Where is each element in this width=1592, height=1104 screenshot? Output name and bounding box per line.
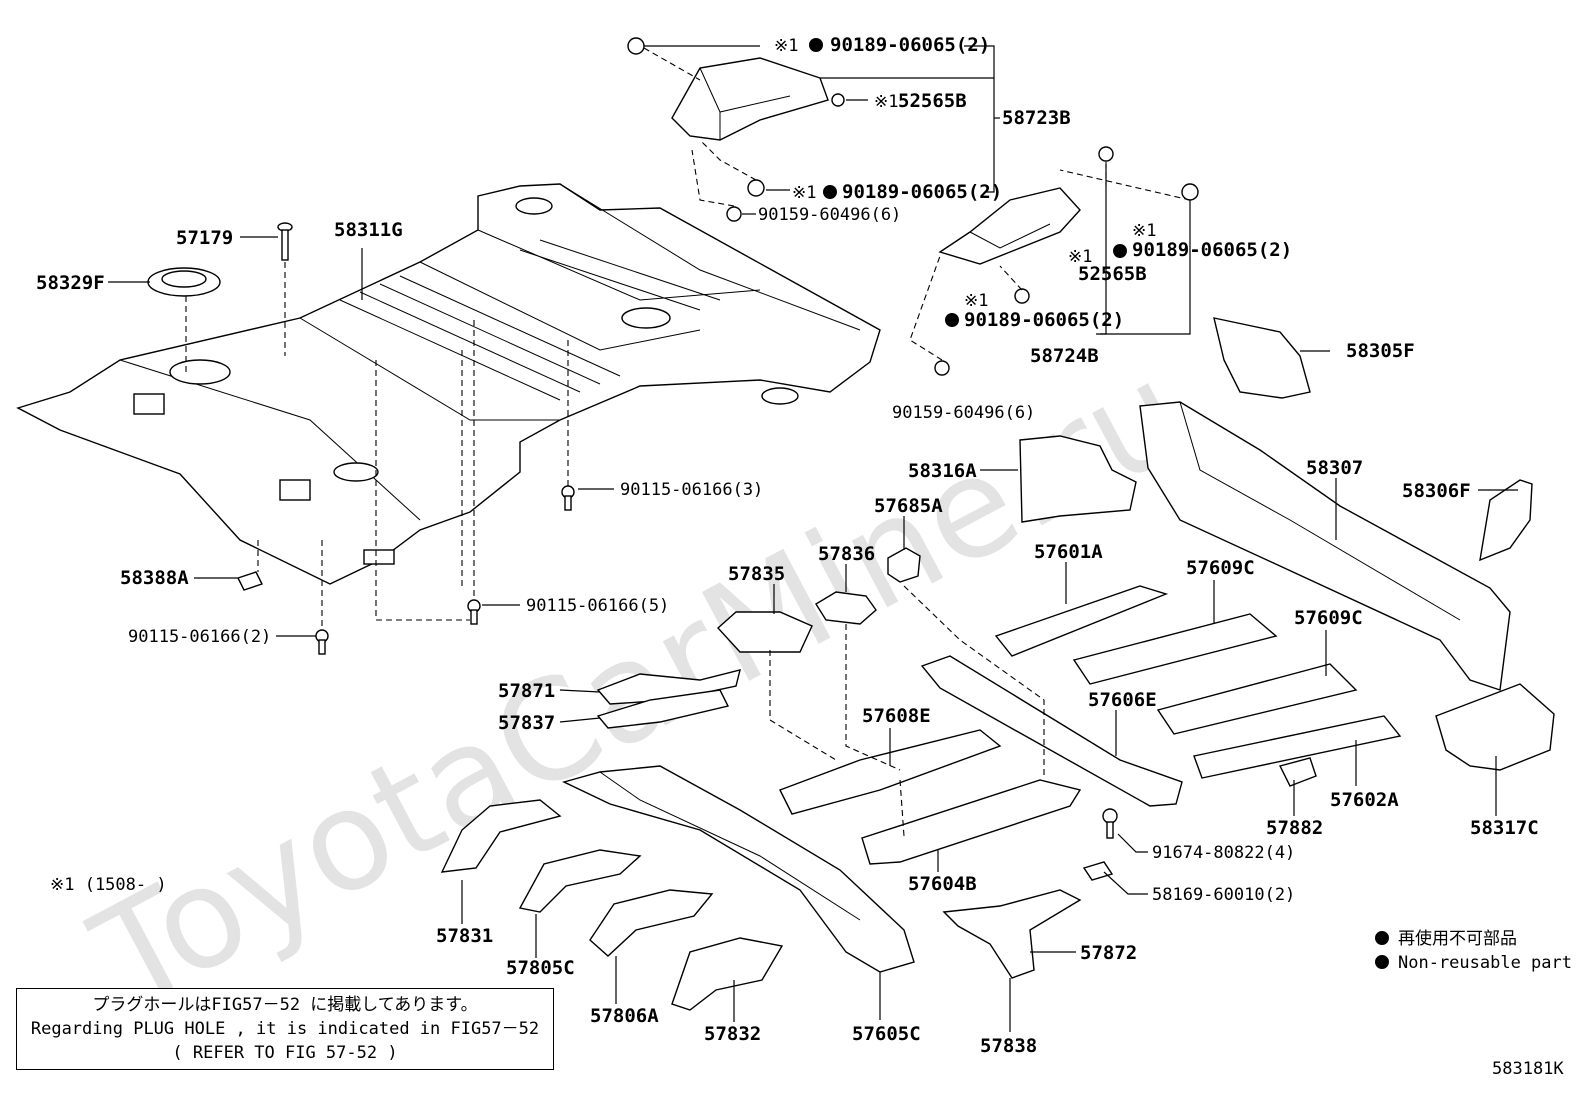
- part-57806A: [589, 889, 714, 957]
- label-57837: 57837: [498, 712, 555, 734]
- label-57609C-b: 57609C: [1294, 607, 1363, 629]
- part-57832: [671, 937, 784, 1011]
- label-52565B-b: 52565B: [1078, 263, 1147, 285]
- label-57882: 57882: [1266, 817, 1323, 839]
- label-58307: 58307: [1306, 457, 1363, 479]
- mark-label: ※1: [874, 92, 898, 112]
- label-57872: 57872: [1080, 942, 1137, 964]
- mark-label: ※1: [792, 183, 816, 203]
- rail-58307: [1139, 401, 1511, 691]
- label-90115-2: 90115-06166(2): [128, 627, 271, 647]
- part-58306F: [1479, 479, 1533, 562]
- part-57805C: [518, 849, 642, 913]
- part-57882: [1278, 757, 1317, 787]
- figure-code: 583181K: [1492, 1059, 1564, 1079]
- label-90189-top: 90189-06065(2): [830, 34, 990, 56]
- label-58169: 58169-60010(2): [1152, 885, 1295, 905]
- member-57604B: [861, 779, 1082, 865]
- label-90115-5: 90115-06166(5): [526, 596, 669, 616]
- member-57609C-b: [1156, 663, 1358, 735]
- rail-57605C: [562, 765, 915, 973]
- part-57836: [815, 591, 877, 625]
- label-58317C: 58317C: [1470, 817, 1539, 839]
- label-90189-r1: 90189-06065(2): [1132, 239, 1292, 261]
- label-57805C: 57805C: [506, 957, 575, 979]
- bolt-57179: [277, 222, 293, 261]
- label-58306F: 58306F: [1402, 480, 1471, 502]
- label-90115-3: 90115-06166(3): [620, 480, 763, 500]
- non-reusable-dot: [1113, 244, 1127, 258]
- label-58316A: 58316A: [908, 460, 977, 482]
- label-57604B: 57604B: [908, 873, 977, 895]
- bracket-58723B: [627, 37, 845, 222]
- label-58724B: 58724B: [1030, 345, 1099, 367]
- label-57806A: 57806A: [590, 1005, 659, 1027]
- label-52565B-a: 52565B: [898, 90, 967, 112]
- label-90159-b: 90159-60496(6): [892, 403, 1035, 423]
- non-reusable-dot: [945, 313, 959, 327]
- label-58305F: 58305F: [1346, 340, 1415, 362]
- label-58388A: 58388A: [120, 567, 189, 589]
- label-58329F: 58329F: [36, 272, 105, 294]
- label-58723B: 58723B: [1002, 107, 1071, 129]
- member-57602A: [1193, 715, 1402, 779]
- label-57606E: 57606E: [1088, 689, 1157, 711]
- note-line-ja: プラグホールはFIG57－52 に掲載してあります。: [92, 995, 478, 1015]
- mark-label: ※1: [964, 291, 988, 311]
- part-labels: ※1 90189-06065(2) ※1 52565B 58723B ※1 90…: [36, 34, 1539, 1057]
- mark-label: ※1: [774, 36, 798, 56]
- member-57608E: [779, 729, 1002, 815]
- legend-dot-ja: [1375, 931, 1389, 945]
- label-57609C-a: 57609C: [1186, 557, 1255, 579]
- grommet-58329F: [147, 267, 221, 297]
- non-reusable-dot: [823, 185, 837, 199]
- clip-57685A: [887, 547, 921, 583]
- part-58317C: [1435, 683, 1555, 771]
- part-57837: [596, 689, 730, 729]
- label-58311G: 58311G: [334, 219, 403, 241]
- label-57831: 57831: [436, 925, 493, 947]
- label-90189-r2: 90189-06065(2): [964, 309, 1124, 331]
- part-57838: [942, 889, 1082, 979]
- legend-dot-en: [1375, 955, 1389, 969]
- label-57836: 57836: [818, 543, 875, 565]
- label-91674: 91674-80822(4): [1152, 843, 1295, 863]
- label-57685A: 57685A: [874, 495, 943, 517]
- part-58305F: [1213, 317, 1311, 399]
- label-57601A: 57601A: [1034, 541, 1103, 563]
- member-57609C-a: [1072, 613, 1278, 685]
- mark-label: ※1: [1132, 221, 1156, 241]
- label-57832: 57832: [704, 1023, 761, 1045]
- label-90159-a: 90159-60496(6): [758, 205, 901, 225]
- leader-lines: [108, 45, 1518, 1032]
- label-90189-mid: 90189-06065(2): [842, 181, 1002, 203]
- member-57601A: [994, 585, 1169, 657]
- label-57605C: 57605C: [852, 1023, 921, 1045]
- note-line-en: Regarding PLUG HOLE , it is indicated in…: [30, 1019, 540, 1039]
- plug-hole-note: プラグホールはFIG57－52 に掲載してあります。 Regarding PLU…: [16, 988, 554, 1070]
- part-57831: [440, 799, 562, 873]
- label-57602A: 57602A: [1330, 789, 1399, 811]
- floor-pan-58311G: [16, 183, 881, 585]
- part-57871: [596, 669, 741, 705]
- legend-non-reusable-en: Non-reusable part: [1398, 953, 1572, 973]
- part-57835: [717, 611, 813, 653]
- non-reusable-markers: [809, 38, 1389, 969]
- mark-label: ※1: [1068, 247, 1092, 267]
- non-reusable-dot: [809, 38, 823, 52]
- label-57608E: 57608E: [862, 705, 931, 727]
- label-57835: 57835: [728, 563, 785, 585]
- note-line-ref: ( REFER TO FIG 57-52 ): [172, 1043, 398, 1063]
- label-57871: 57871: [498, 680, 555, 702]
- label-57838: 57838: [980, 1035, 1037, 1057]
- legend-non-reusable-ja: 再使用不可部品: [1398, 928, 1517, 949]
- label-57179: 57179: [176, 227, 233, 249]
- footnote: ※1 (1508- ): [50, 875, 167, 895]
- part-58316A: [1019, 435, 1137, 523]
- bracket-58724B: [934, 146, 1199, 376]
- member-57606E: [920, 655, 1183, 807]
